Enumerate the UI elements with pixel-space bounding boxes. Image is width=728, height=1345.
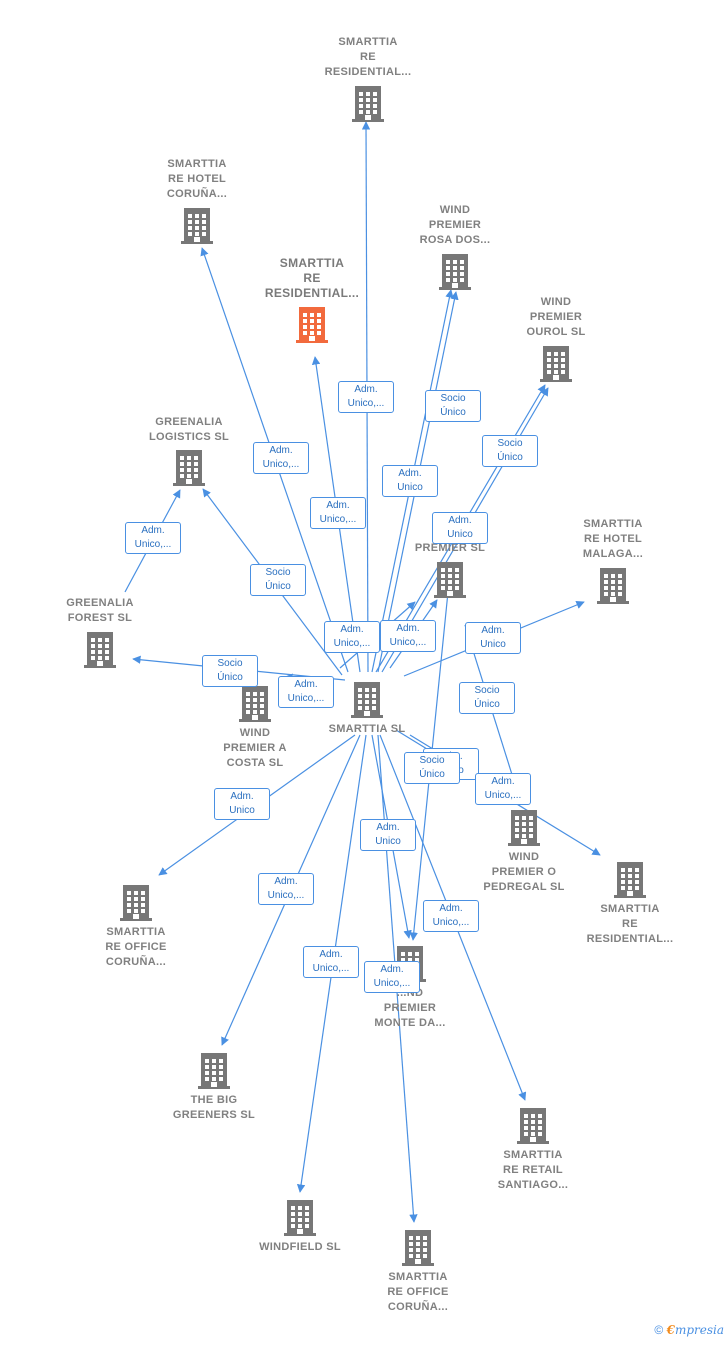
relationship-label[interactable]: Socio Único xyxy=(202,655,258,687)
company-node-re-hotel-malaga[interactable]: SMARTTIA RE HOTEL MALAGA... xyxy=(548,517,678,604)
company-node-windfield[interactable]: WINDFIELD SL xyxy=(235,1200,365,1255)
company-name[interactable]: SMARTTIA RE RETAIL SANTIAGO... xyxy=(497,1149,569,1191)
company-node-re-hotel-coruna[interactable]: SMARTTIA RE HOTEL CORUÑA... xyxy=(132,157,262,244)
company-name[interactable]: WIND PREMIER ROSA DOS... xyxy=(419,204,491,246)
company-name[interactable]: SMARTTIA RE RESIDENTIAL... xyxy=(324,36,412,78)
building-icon[interactable] xyxy=(459,810,589,846)
relationship-label[interactable]: Adm. Unico,... xyxy=(303,946,359,978)
building-icon[interactable] xyxy=(71,885,201,921)
relationship-label[interactable]: Adm. Unico,... xyxy=(380,620,436,652)
relationship-label[interactable]: Adm. Unico xyxy=(214,788,270,820)
relationship-label[interactable]: Adm. Unico xyxy=(360,819,416,851)
building-icon[interactable] xyxy=(491,346,621,382)
company-name[interactable]: GREENALIA LOGISTICS SL xyxy=(149,416,229,443)
relationship-label[interactable]: Adm. Unico,... xyxy=(253,442,309,474)
building-icon[interactable] xyxy=(124,450,254,486)
company-node-re-retail-santiago[interactable]: SMARTTIA RE RETAIL SANTIAGO... xyxy=(468,1108,598,1193)
building-icon[interactable] xyxy=(235,1200,365,1236)
company-node-re-office-coruna-bottom[interactable]: SMARTTIA RE OFFICE CORUÑA... xyxy=(353,1230,483,1315)
relationship-label[interactable]: Adm. Unico,... xyxy=(310,497,366,529)
relationship-label[interactable]: Socio Único xyxy=(250,564,306,596)
relationship-label[interactable]: Socio Único xyxy=(482,435,538,467)
relationship-label[interactable]: Adm. Unico,... xyxy=(364,961,420,993)
company-node-greenalia-logistics[interactable]: GREENALIA LOGISTICS SL xyxy=(124,415,254,486)
company-name[interactable]: SMARTTIA RE HOTEL MALAGA... xyxy=(582,518,644,560)
company-name[interactable]: SMARTTIA SL xyxy=(328,723,406,735)
company-name[interactable]: SMARTTIA RE OFFICE CORUÑA... xyxy=(105,926,167,968)
company-node-greenalia-forest[interactable]: GREENALIA FOREST SL xyxy=(35,596,165,668)
relationship-label[interactable]: Adm. Unico,... xyxy=(278,676,334,708)
relationship-label[interactable]: Adm. Unico,... xyxy=(338,381,394,413)
relationship-label[interactable]: Adm. Unico,... xyxy=(324,621,380,653)
company-node-wind-rosa[interactable]: WIND PREMIER ROSA DOS... xyxy=(390,203,520,290)
relationship-label[interactable]: Socio Único xyxy=(425,390,481,422)
company-name[interactable]: SMARTTIA RE HOTEL CORUÑA... xyxy=(166,158,228,200)
building-icon[interactable] xyxy=(390,254,520,290)
company-name[interactable]: SMARTTIA RE OFFICE CORUÑA... xyxy=(387,1271,449,1313)
company-name[interactable]: THE BIG GREENERS SL xyxy=(172,1094,256,1121)
building-icon[interactable] xyxy=(565,862,695,898)
relationship-label[interactable]: Adm. Unico,... xyxy=(423,900,479,932)
company-node-re-office-coruna-left[interactable]: SMARTTIA RE OFFICE CORUÑA... xyxy=(71,885,201,970)
relationship-label[interactable]: Adm. Unico xyxy=(382,465,438,497)
company-node-re-residential-right[interactable]: SMARTTIA RE RESIDENTIAL... xyxy=(565,862,695,947)
company-node-re-residential-focus[interactable]: SMARTTIA RE RESIDENTIAL... xyxy=(247,256,377,343)
building-icon[interactable] xyxy=(353,1230,483,1266)
relationship-label[interactable]: Adm. Unico xyxy=(465,622,521,654)
company-node-wind-ourol[interactable]: WIND PREMIER OUROL SL xyxy=(491,295,621,382)
company-name[interactable]: WIND PREMIER OUROL SL xyxy=(526,296,586,338)
building-icon[interactable] xyxy=(468,1108,598,1144)
building-icon[interactable] xyxy=(303,86,433,122)
building-icon[interactable] xyxy=(548,568,678,604)
building-icon[interactable] xyxy=(132,208,262,244)
building-icon[interactable] xyxy=(190,686,320,722)
copyright-notice: © €mpresia xyxy=(654,1323,724,1337)
company-node-smarttia-sl[interactable]: SMARTTIA SL xyxy=(302,682,432,737)
company-node-wind-pedregal[interactable]: WIND PREMIER O PEDREGAL SL xyxy=(459,810,589,895)
empresia-logo-text: mpresia xyxy=(674,1323,724,1337)
building-icon[interactable] xyxy=(35,632,165,668)
relationship-label[interactable]: Adm. Unico,... xyxy=(475,773,531,805)
company-name[interactable]: WINDFIELD SL xyxy=(259,1241,341,1253)
relationship-label[interactable]: Socio Único xyxy=(459,682,515,714)
company-node-wind-premier-sl[interactable]: G... PREMIER SL xyxy=(385,526,515,598)
company-name[interactable]: SMARTTIA RE RESIDENTIAL... xyxy=(264,256,360,300)
building-icon[interactable] xyxy=(247,307,377,343)
building-icon[interactable] xyxy=(385,562,515,598)
company-node-re-residential-top[interactable]: SMARTTIA RE RESIDENTIAL... xyxy=(303,35,433,122)
company-node-big-greeners[interactable]: THE BIG GREENERS SL xyxy=(149,1053,279,1123)
empresia-logo-e: € xyxy=(666,1323,675,1337)
relationship-label[interactable]: Adm. Unico,... xyxy=(125,522,181,554)
empresia-logo[interactable]: €mpresia xyxy=(667,1323,724,1337)
company-node-wind-costa[interactable]: WIND PREMIER A COSTA SL xyxy=(190,686,320,771)
building-icon[interactable] xyxy=(302,682,432,718)
building-icon[interactable] xyxy=(149,1053,279,1089)
relationship-label[interactable]: Adm. Unico xyxy=(432,512,488,544)
relationship-label[interactable]: Adm. Unico,... xyxy=(258,873,314,905)
relationship-label[interactable]: Socio Único xyxy=(404,752,460,784)
company-name[interactable]: WIND PREMIER O PEDREGAL SL xyxy=(483,851,565,893)
company-name[interactable]: WIND PREMIER A COSTA SL xyxy=(223,727,287,769)
copyright-symbol: © xyxy=(654,1323,664,1337)
company-name[interactable]: GREENALIA FOREST SL xyxy=(66,597,134,624)
company-name[interactable]: SMARTTIA RE RESIDENTIAL... xyxy=(586,903,674,945)
